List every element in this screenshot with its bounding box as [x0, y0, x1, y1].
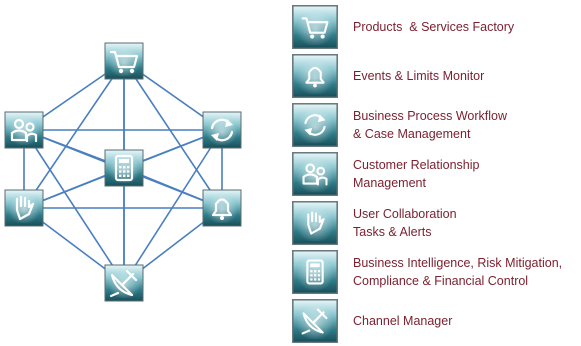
legend-label-3-line-1: Management	[353, 176, 426, 190]
node-people	[4, 111, 44, 149]
calculator-icon	[306, 259, 324, 285]
legend-label-4-line-1: Tasks & Alerts	[353, 225, 432, 239]
people-icon	[10, 118, 38, 143]
legend-label-5: Business Intelligence, Risk Mitigation, C…	[353, 254, 562, 290]
legend-label-2-line-0: Business Process Workflow	[353, 109, 507, 123]
calculator-icon	[114, 154, 134, 182]
legend-label-0-line-0: Products & Services Factory	[353, 20, 515, 34]
node-bell	[202, 189, 242, 227]
node-calc	[104, 149, 144, 187]
legend-icon-1	[292, 54, 338, 98]
legend-icon-5	[292, 250, 338, 294]
node-cart	[104, 42, 144, 80]
network-diagram	[4, 42, 242, 302]
refresh-arrows-icon	[210, 118, 234, 142]
legend-icon-4	[292, 201, 338, 245]
legend-icon-6	[292, 299, 338, 343]
refresh-arrows-icon	[304, 114, 326, 136]
legend-icon-0	[292, 5, 338, 49]
legend-label-1: Events & Limits Monitor	[353, 67, 484, 85]
legend-icon-3	[292, 152, 338, 196]
legend-label-2: Business Process Workflow & Case Manageme…	[353, 107, 507, 143]
legend-label-5-line-1: Compliance & Financial Control	[353, 274, 529, 288]
node-refresh	[202, 111, 242, 149]
raised-hand-icon	[15, 195, 35, 221]
raised-hand-icon	[307, 211, 325, 235]
legend-label-1-line-0: Events & Limits Monitor	[353, 69, 485, 83]
node-antenna	[104, 264, 144, 302]
edge-people-antenna	[23, 129, 125, 284]
satellite-dish-icon	[109, 269, 138, 298]
node-hand	[4, 189, 44, 227]
legend-label-0: Products & Services Factory	[353, 18, 514, 36]
shopping-cart-icon	[109, 50, 139, 74]
network-nodes	[4, 42, 242, 302]
legend-label-5-line-0: Business Intelligence, Risk Mitigation,	[353, 256, 563, 270]
bell-icon	[211, 198, 233, 220]
people-icon	[302, 163, 328, 186]
legend-icon-2	[292, 103, 338, 147]
legend-label-2-line-1: & Case Management	[353, 127, 471, 141]
edge-refresh-antenna	[123, 129, 223, 284]
edge-cart-hand	[23, 60, 125, 209]
bell-icon	[305, 66, 325, 88]
edge-cart-bell	[123, 60, 223, 209]
satellite-dish-icon	[301, 308, 328, 335]
legend-label-6: Channel Manager	[353, 312, 452, 330]
legend-label-6-line-0: Channel Manager	[353, 314, 453, 328]
legend-label-4-line-0: User Collaboration	[353, 207, 457, 221]
shopping-cart-icon	[301, 17, 329, 39]
legend-label-3-line-0: Customer Relationship	[353, 158, 480, 172]
